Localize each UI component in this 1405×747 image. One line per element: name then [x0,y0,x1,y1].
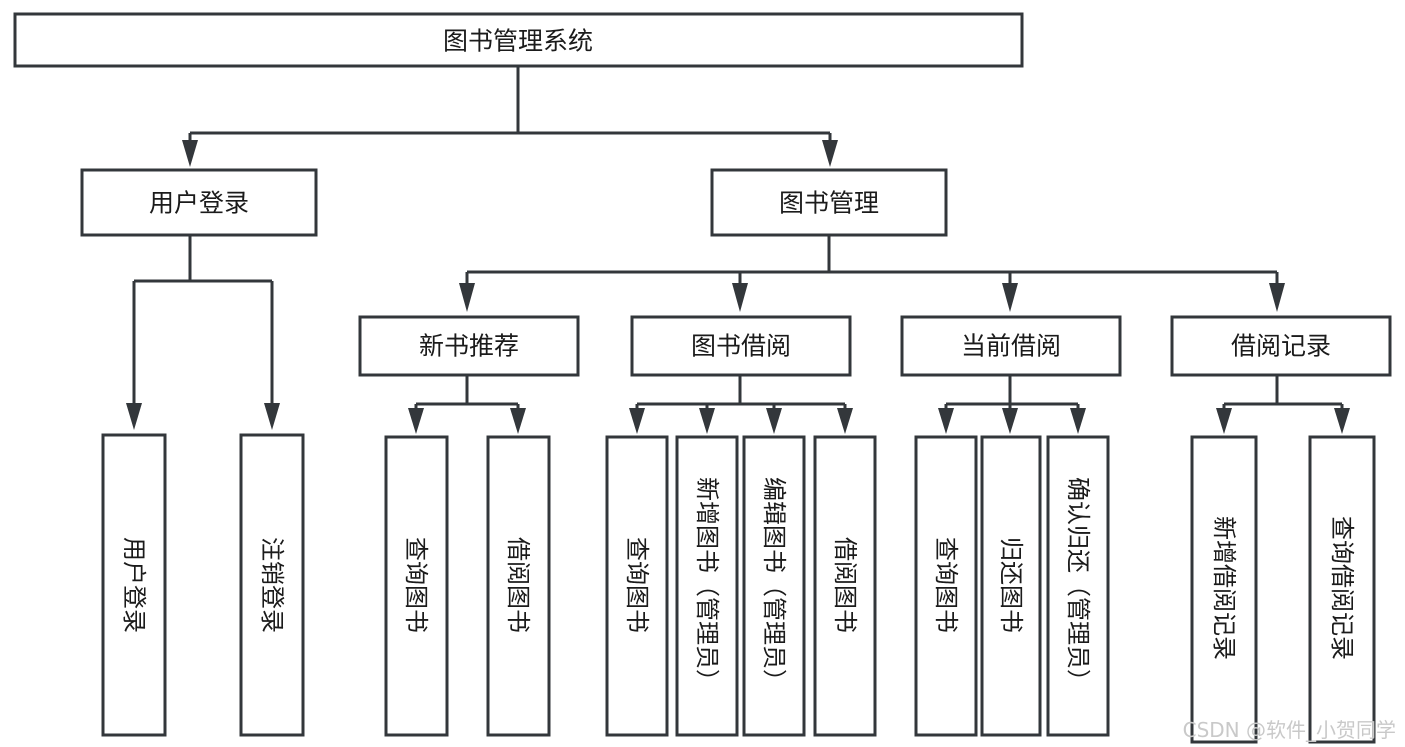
arrow-head-leaf-confirm-return [1070,408,1086,434]
node-root-box[interactable] [13,12,1024,68]
arrow-head-leaf-logout [264,403,280,430]
connector-group-borrow-record [1216,375,1350,434]
node-leaf-query-record-box[interactable] [1308,435,1376,744]
arrow-head-leaf-edit-book [766,408,782,434]
node-leaf-return-book[interactable]: 归还图书 [980,435,1042,737]
arrow-head-leaf-add-record [1216,408,1232,434]
node-new-book-rec-label: 新书推荐 [419,332,519,361]
node-leaf-query-book-2-box[interactable] [605,435,669,737]
node-leaf-add-record-box[interactable] [1190,435,1258,744]
connector-group-new-book-rec [408,375,526,434]
arrow-head-leaf-query-book-2 [629,408,645,434]
node-leaf-confirm-return-box[interactable] [1046,435,1110,737]
node-book-manage[interactable]: 图书管理 [710,168,948,237]
node-root[interactable]: 图书管理系统 [13,12,1024,68]
node-leaf-query-record-label: 查询借阅记录 [1328,516,1356,660]
arrow-head-leaf-borrow-book-1 [510,408,526,434]
node-leaf-query-book-1[interactable]: 查询图书 [384,435,449,737]
node-current-borrow-label: 当前借阅 [961,332,1061,361]
node-leaf-add-book-box[interactable] [675,435,739,737]
node-leaf-query-book-3[interactable]: 查询图书 [914,435,978,737]
arrow-head-leaf-user-login [126,403,142,430]
node-leaf-query-book-1-label: 查询图书 [402,537,430,633]
node-leaf-borrow-book-2-box[interactable] [813,435,877,737]
node-leaf-return-book-label: 归还图书 [997,537,1025,633]
node-user-login[interactable]: 用户登录 [80,168,318,237]
node-leaf-borrow-book-1[interactable]: 借阅图书 [486,435,551,737]
arrow-head-borrow-record [1269,283,1285,312]
connector-group-book-borrow [629,375,853,434]
node-leaf-borrow-book-2-label: 借阅图书 [831,537,859,633]
node-leaf-query-record[interactable]: 查询借阅记录 [1308,435,1376,744]
arrow-head-leaf-query-book-3 [938,408,954,434]
node-borrow-record-box[interactable] [1170,315,1392,377]
node-leaf-edit-book-box[interactable] [742,435,806,737]
node-leaf-logout-box[interactable] [239,433,305,737]
node-book-manage-box[interactable] [710,168,948,237]
watermark-label: CSDN @软件_小贺同学 [1183,718,1396,742]
arrow-head-leaf-return-book [1002,408,1018,434]
node-leaf-return-book-box[interactable] [980,435,1042,737]
node-leaf-user-login-box[interactable] [101,433,167,737]
node-book-borrow[interactable]: 图书借阅 [630,315,852,377]
node-borrow-record-label: 借阅记录 [1231,332,1331,361]
node-book-borrow-label: 图书借阅 [691,332,791,361]
node-leaf-borrow-book-1-label: 借阅图书 [504,537,532,633]
node-borrow-record[interactable]: 借阅记录 [1170,315,1392,377]
arrow-head-leaf-borrow-book-2 [837,408,853,434]
node-leaf-add-record[interactable]: 新增借阅记录 [1190,435,1258,744]
connector-group-current-borrow [938,375,1086,434]
node-user-login-label: 用户登录 [149,189,249,218]
node-leaf-borrow-book-2[interactable]: 借阅图书 [813,435,877,737]
arrow-head-leaf-query-record [1334,408,1350,434]
node-leaf-query-book-2-label: 查询图书 [623,537,651,633]
node-leaf-query-book-1-box[interactable] [384,435,449,737]
node-book-borrow-box[interactable] [630,315,852,377]
node-leaf-add-book[interactable]: 新增图书（管理员） [675,435,739,737]
arrow-head-current-borrow [1002,283,1018,312]
node-user-login-box[interactable] [80,168,318,237]
node-leaf-add-record-label: 新增借阅记录 [1210,516,1238,660]
connector-group-root [182,66,838,167]
arrow-head-book-borrow [732,283,748,312]
node-leaf-query-book-3-box[interactable] [914,435,978,737]
node-leaf-user-login-label: 用户登录 [120,537,148,633]
node-current-borrow[interactable]: 当前借阅 [900,315,1122,377]
arrow-head-leaf-query-book-1 [408,408,424,434]
node-leaf-user-login[interactable]: 用户登录 [101,433,167,737]
node-leaf-query-book-3-label: 查询图书 [932,537,960,633]
node-leaf-edit-book-label: 编辑图书（管理员） [760,477,788,693]
node-root-label: 图书管理系统 [443,27,593,56]
node-new-book-rec-box[interactable] [358,315,580,377]
arrow-head-user-login [182,140,198,167]
node-leaf-logout-label: 注销登录 [258,537,286,633]
connector-group-user-login [126,235,280,430]
node-current-borrow-box[interactable] [900,315,1122,377]
node-leaf-add-book-label: 新增图书（管理员） [693,477,721,693]
node-leaf-logout[interactable]: 注销登录 [239,433,305,737]
node-leaf-confirm-return[interactable]: 确认归还（管理员） [1046,435,1110,737]
node-leaf-borrow-book-1-box[interactable] [486,435,551,737]
arrow-head-new-book-rec [459,283,475,312]
node-leaf-query-book-2[interactable]: 查询图书 [605,435,669,737]
node-book-manage-label: 图书管理 [779,189,879,218]
node-leaf-edit-book[interactable]: 编辑图书（管理员） [742,435,806,737]
arrow-head-book-manage [822,140,838,167]
node-new-book-rec[interactable]: 新书推荐 [358,315,580,377]
connector-group-book-manage [459,235,1285,312]
node-leaf-confirm-return-label: 确认归还（管理员） [1064,477,1092,693]
arrow-head-leaf-add-book [699,408,715,434]
